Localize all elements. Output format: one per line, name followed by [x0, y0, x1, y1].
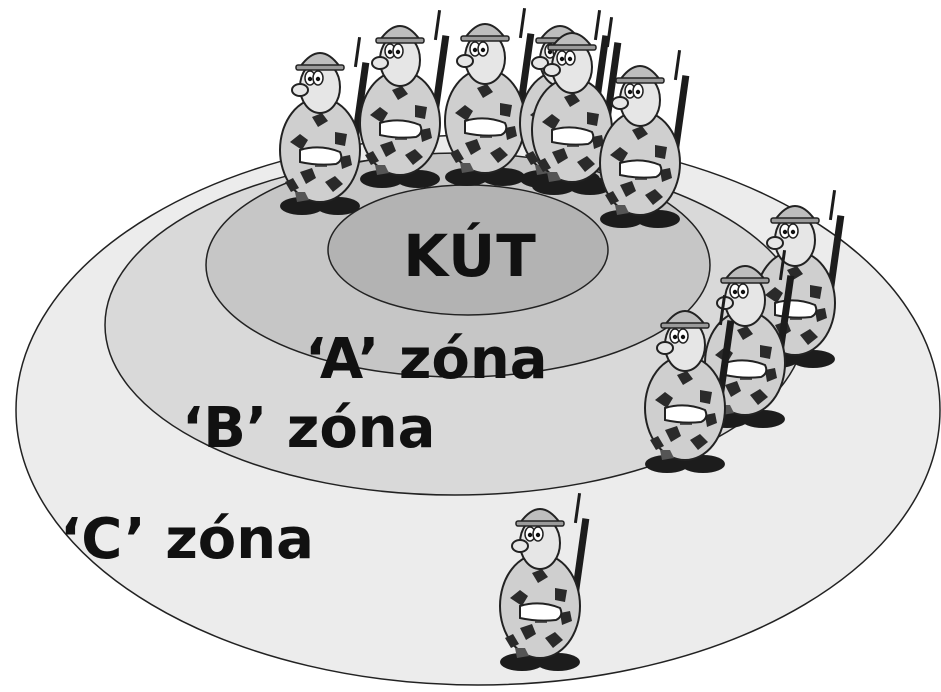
zone-a-label: ‘A’ zóna: [305, 327, 548, 392]
center-label: KÚT: [403, 221, 537, 290]
zone-c-label: ‘C’ zóna: [60, 507, 314, 572]
zone-b-label: ‘B’ zóna: [182, 396, 435, 461]
